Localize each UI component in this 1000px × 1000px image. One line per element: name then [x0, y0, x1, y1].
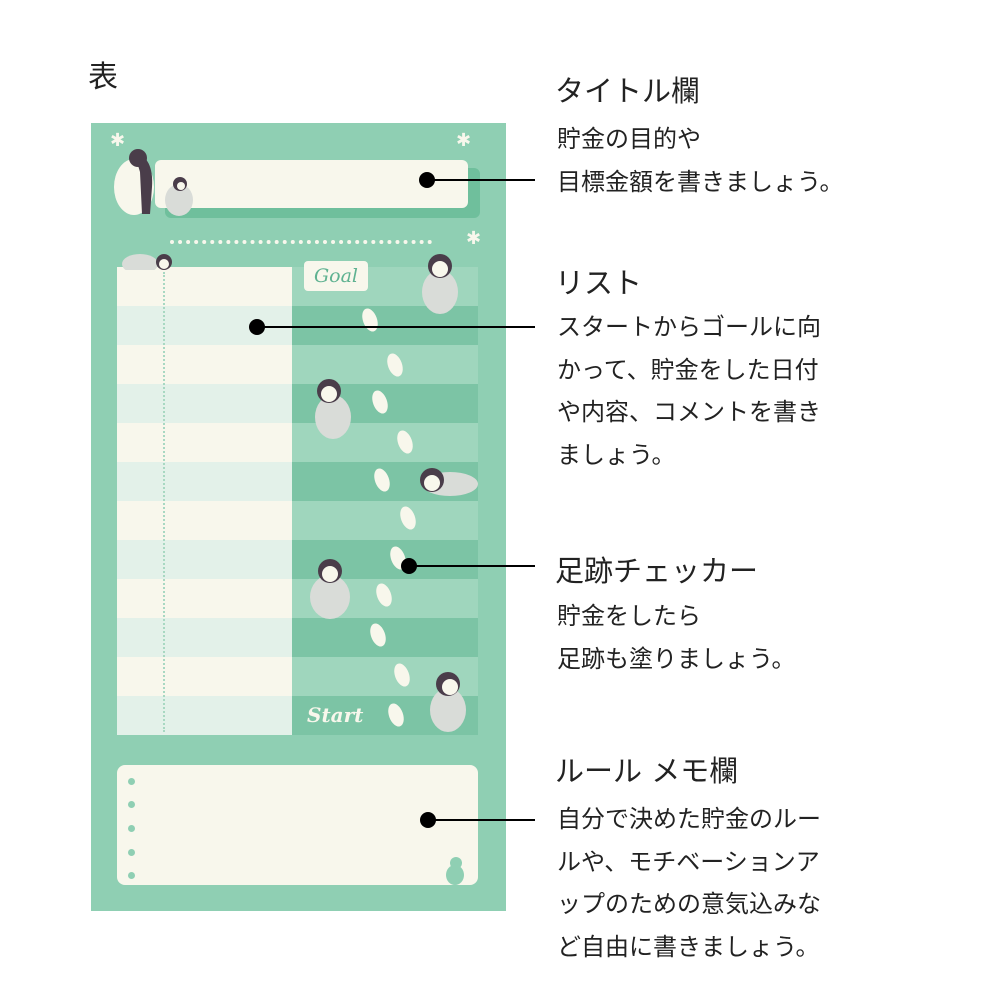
- footprint-icon: [394, 663, 410, 687]
- peeking-penguin-icon: [122, 254, 172, 270]
- annotation-line: ましょう。: [557, 440, 676, 469]
- start-label: Start: [307, 703, 364, 727]
- annotation-line: や内容、コメントを書き: [557, 398, 821, 426]
- rule-memo-field[interactable]: [117, 765, 478, 885]
- pointer-line: [257, 326, 535, 328]
- bullet-dot: [128, 849, 135, 856]
- annotation-line: 貯金の目的や: [557, 125, 701, 153]
- dotted-divider: [170, 240, 432, 244]
- footprint-stripe: [292, 306, 478, 345]
- list-row[interactable]: [117, 501, 292, 540]
- footprint-icon: [362, 308, 378, 332]
- list-row[interactable]: [117, 384, 292, 423]
- pointer-line: [428, 819, 535, 821]
- snowflake-icon: ✱: [456, 130, 472, 151]
- annotation-line: 足跡も塗りましょう。: [557, 644, 796, 673]
- footprint-icon: [372, 390, 388, 414]
- list-row[interactable]: [117, 267, 292, 306]
- annotation-line: スタートからゴールに向: [557, 313, 821, 341]
- savings-list: [117, 267, 292, 735]
- annotation-heading-footprint: 足跡チェッカー: [555, 554, 759, 588]
- annotation-line: 目標金額を書きましょう。: [557, 167, 844, 196]
- bullet-dot: [128, 825, 135, 832]
- title-field[interactable]: [155, 160, 468, 208]
- footprint-stripe: [292, 345, 478, 384]
- list-row[interactable]: [117, 462, 292, 501]
- goal-bubble: Goal: [304, 261, 368, 291]
- list-row[interactable]: [117, 423, 292, 462]
- annotation-heading-memo: ルール メモ欄: [555, 754, 739, 788]
- annotation-body-list: スタートからゴールに向 かって、貯金をした日付 や内容、コメントを書き ましょう…: [557, 306, 821, 476]
- footprint-icon: [376, 583, 392, 607]
- penguin-chick-icon: [310, 559, 350, 619]
- penguin-silhouette-icon: [446, 857, 464, 885]
- annotation-line: ルや、モチベーションア: [557, 847, 820, 876]
- list-row[interactable]: [117, 657, 292, 696]
- sleeping-penguin-icon: [420, 468, 478, 496]
- annotation-line: かって、貯金をした日付: [557, 355, 819, 384]
- pointer-line: [427, 179, 535, 181]
- penguin-chick-icon: [422, 254, 458, 314]
- bullet-dot: [128, 872, 135, 879]
- footprint-icon: [387, 353, 403, 377]
- footprint-stripe: [292, 501, 478, 540]
- pointer-line: [409, 565, 535, 567]
- penguin-chick-icon: [430, 672, 466, 732]
- bullet-dot: [128, 778, 135, 785]
- annotation-line: 自分で決めた貯金のルー: [557, 805, 821, 833]
- annotation-body-memo: 自分で決めた貯金のルー ルや、モチベーションア ップのための意気込みな ど自由に…: [557, 798, 821, 968]
- snowflake-icon: ✱: [466, 228, 482, 249]
- annotation-line: ど自由に書きましょう。: [557, 932, 820, 961]
- footprint-icon: [374, 468, 390, 492]
- list-row[interactable]: [117, 540, 292, 579]
- footprint-icon: [388, 703, 404, 727]
- bullet-dot: [128, 801, 135, 808]
- annotation-line: ップのための意気込みな: [557, 890, 821, 918]
- footprint-icon: [400, 506, 416, 530]
- annotation-heading-list: リスト: [555, 266, 643, 300]
- list-row[interactable]: [117, 345, 292, 384]
- footprint-icon: [397, 430, 413, 454]
- annotation-body-footprint: 貯金をしたら 足跡も塗りましょう。: [557, 595, 796, 680]
- footprint-icon: [370, 623, 386, 647]
- annotation-line: 貯金をしたら: [557, 602, 701, 630]
- footprint-checker: [362, 308, 416, 727]
- penguin-chick-icon: [315, 379, 351, 439]
- annotation-body-title: 貯金の目的や 目標金額を書きましょう。: [557, 118, 844, 203]
- list-row[interactable]: [117, 579, 292, 618]
- penguin-family-icon: [114, 149, 193, 216]
- front-side-label: 表: [88, 60, 118, 95]
- annotation-heading-title: タイトル欄: [555, 74, 701, 108]
- list-row[interactable]: [117, 696, 292, 735]
- list-dotted-guide: [163, 272, 165, 732]
- list-row[interactable]: [117, 618, 292, 657]
- snowflake-icon: ✱: [110, 130, 126, 151]
